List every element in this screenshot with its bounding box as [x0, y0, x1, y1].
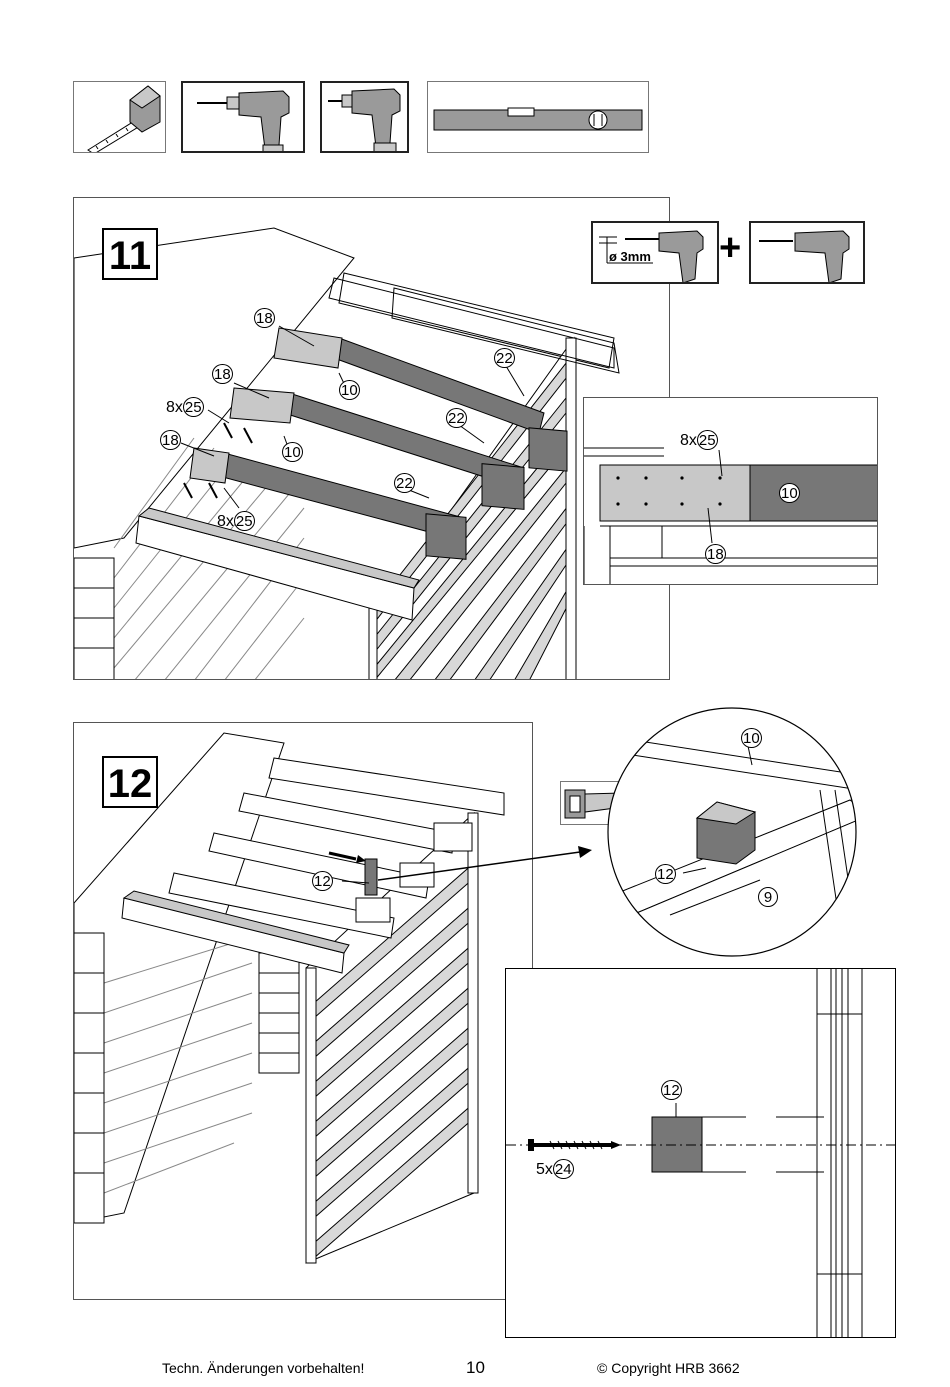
drill-bit-icon	[599, 230, 704, 282]
quantity-label: 8x	[217, 513, 234, 530]
plus-sign: +	[719, 227, 742, 269]
callout-22-mid: 22	[446, 408, 467, 428]
callout-10-top: 10	[339, 380, 360, 400]
tool-cordless-screwdriver	[320, 81, 409, 153]
tool-spirit-level	[427, 81, 649, 153]
quantity-label: 8x	[166, 399, 183, 416]
callout-12: 12	[312, 871, 333, 891]
cordless-screwdriver-icon	[759, 230, 850, 282]
cordless-screwdriver-icon	[328, 88, 401, 151]
callout-18-low: 18	[160, 430, 181, 450]
quantity-label: 8x	[680, 432, 697, 449]
detail-callout-10: 10	[779, 483, 800, 503]
zoom-callout-9: 9	[758, 887, 778, 908]
footer-copyright: © Copyright HRB 3662	[597, 1360, 740, 1376]
page-number: 10	[466, 1358, 485, 1377]
callout-18-top: 18	[254, 308, 275, 328]
step-11-number: 11	[102, 228, 158, 280]
screw-detail-illustration	[506, 969, 895, 1337]
step-12-panel: 12 12	[73, 722, 533, 1300]
zoom-callout-10: 10	[741, 728, 762, 748]
drill-hint-predrill: ø 3mm	[591, 221, 719, 284]
tape-measure-icon	[87, 85, 161, 152]
tool-tape-measure	[73, 81, 166, 153]
drill-hint-screw	[749, 221, 865, 284]
callout-10-mid: 10	[282, 442, 303, 462]
callout-18-mid: 18	[212, 364, 233, 384]
spirit-level-icon	[433, 107, 643, 131]
screw-detail-callout-12: 12	[661, 1080, 682, 1100]
zoom-callout-12: 12	[655, 864, 676, 884]
step-12-illustration	[74, 732, 505, 1264]
detail-callout-18: 18	[705, 544, 726, 564]
callout-22-top: 22	[494, 348, 515, 368]
tool-drill	[181, 81, 305, 153]
callout-22-low: 22	[394, 473, 415, 493]
bracket-detail-illustration	[584, 447, 877, 584]
drill-icon	[197, 90, 290, 151]
step-11-illustration	[74, 227, 620, 679]
quantity-label: 5x	[536, 1161, 553, 1178]
step-12-number: 12	[102, 756, 158, 808]
footer-disclaimer: Techn. Änderungen vorbehalten!	[162, 1360, 365, 1376]
drill-diameter: ø 3mm	[609, 249, 651, 264]
